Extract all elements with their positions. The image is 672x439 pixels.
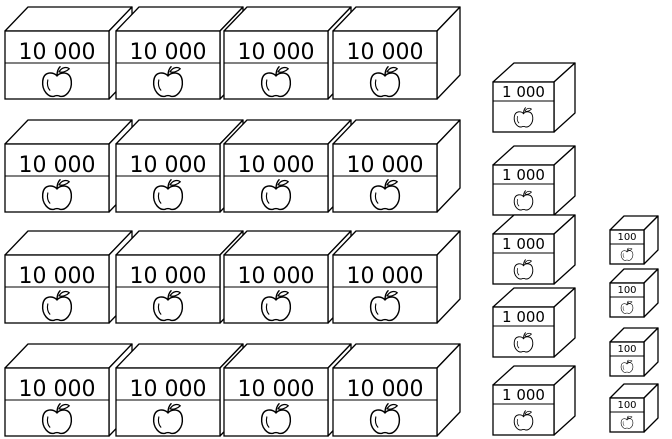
box-label: 10 000 [19, 264, 96, 289]
box-label: 10 000 [238, 40, 315, 65]
box-100: 100 [610, 269, 658, 317]
box-1000: 1 000 [493, 63, 575, 132]
box-100: 100 [610, 384, 658, 432]
box-label: 10 000 [130, 40, 207, 65]
box-label: 10 000 [238, 377, 315, 402]
box-1000: 1 000 [493, 366, 575, 435]
box-100: 100 [610, 216, 658, 264]
box-10000: 10 000 [224, 231, 351, 323]
box-10000: 10 000 [224, 7, 351, 99]
box-10000: 10 000 [333, 120, 460, 212]
box-100: 100 [610, 328, 658, 376]
box-label: 1 000 [502, 235, 545, 253]
box-label: 100 [617, 232, 636, 243]
box-10000: 10 000 [333, 344, 460, 436]
box-10000: 10 000 [224, 344, 351, 436]
box-label: 10 000 [19, 153, 96, 178]
box-1000: 1 000 [493, 215, 575, 284]
box-1000: 1 000 [493, 146, 575, 215]
box-10000: 10 000 [5, 120, 132, 212]
box-label: 10 000 [19, 40, 96, 65]
box-10000: 10 000 [333, 7, 460, 99]
box-10000: 10 000 [5, 231, 132, 323]
box-label: 100 [617, 400, 636, 411]
box-10000: 10 000 [5, 344, 132, 436]
box-1000: 1 000 [493, 288, 575, 357]
box-label: 100 [617, 285, 636, 296]
box-label: 10 000 [130, 264, 207, 289]
box-label: 10 000 [347, 153, 424, 178]
box-label: 10 000 [130, 153, 207, 178]
box-label: 10 000 [347, 377, 424, 402]
box-label: 100 [617, 344, 636, 355]
box-label: 1 000 [502, 166, 545, 184]
box-label: 10 000 [347, 40, 424, 65]
box-10000: 10 000 [224, 120, 351, 212]
box-label: 1 000 [502, 386, 545, 404]
box-10000: 10 000 [333, 231, 460, 323]
box-label: 10 000 [347, 264, 424, 289]
box-10000: 10 000 [5, 7, 132, 99]
box-label: 10 000 [19, 377, 96, 402]
box-label: 1 000 [502, 83, 545, 101]
box-label: 10 000 [130, 377, 207, 402]
box-label: 10 000 [238, 153, 315, 178]
box-label: 1 000 [502, 308, 545, 326]
box-label: 10 000 [238, 264, 315, 289]
